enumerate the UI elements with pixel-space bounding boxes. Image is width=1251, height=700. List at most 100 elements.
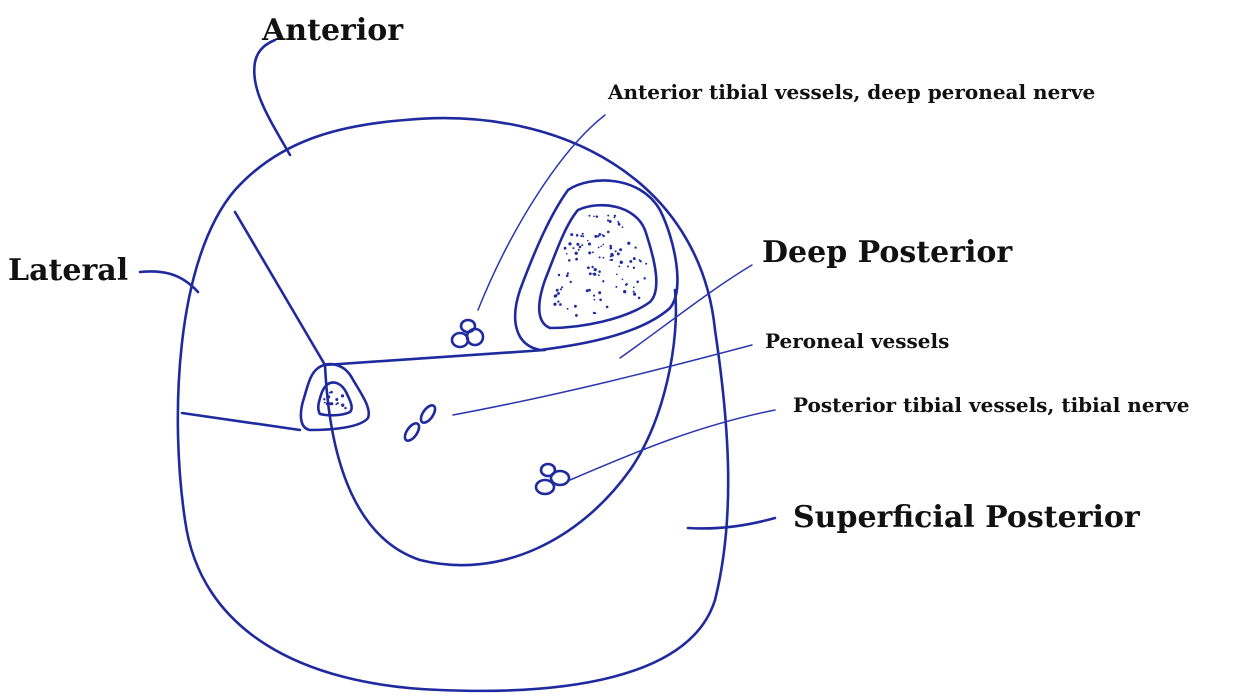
anterior-tibial-leader-line — [478, 115, 605, 310]
marrow-dot — [643, 277, 645, 279]
marrow-dot — [586, 289, 589, 292]
marrow-dot — [591, 266, 593, 268]
marrow-dot — [335, 398, 338, 401]
marrow-dot — [636, 281, 639, 284]
anterior-septum-line — [235, 212, 325, 365]
fibula-outer — [301, 364, 369, 430]
marrow-dot — [600, 245, 602, 247]
posterior-tibial-leader-line — [570, 410, 775, 480]
marrow-dot — [326, 402, 329, 405]
peroneal-vessels-icon — [402, 403, 438, 443]
marrow-dot — [634, 246, 636, 248]
marrow-dot — [607, 215, 609, 217]
marrow-dot — [633, 267, 635, 269]
leg-outline — [178, 118, 728, 691]
marrow-dot — [620, 261, 623, 264]
marrow-dot — [559, 303, 562, 306]
marrow-dot — [599, 256, 601, 258]
marrow-dot — [341, 394, 344, 397]
marrow-dot — [617, 221, 619, 223]
marrow-dot — [615, 250, 617, 252]
marrow-dot — [588, 242, 591, 245]
marrow-dot — [592, 251, 594, 253]
marrow-dot — [575, 252, 578, 255]
marrow-dot — [623, 290, 626, 293]
marrow-dot — [619, 248, 622, 251]
deep-posterior-leader-line — [620, 265, 752, 358]
marrow-dot — [627, 265, 629, 267]
marrow-dot — [567, 308, 569, 310]
marrow-dot — [588, 251, 591, 254]
interosseous-membrane-line — [325, 350, 545, 365]
marrow-dot — [581, 244, 583, 246]
marrow-dot — [344, 407, 346, 409]
marrow-dot — [602, 235, 604, 237]
marrow-dot — [557, 292, 560, 295]
marrow-dot — [618, 223, 621, 226]
marrow-dot — [560, 288, 562, 290]
marrow-dot — [598, 270, 601, 273]
marrow-dot — [575, 258, 578, 261]
lateral-leader-line — [140, 271, 198, 292]
marrow-dot — [633, 286, 635, 288]
marrow-dot — [622, 279, 624, 281]
marrow-dot — [592, 273, 594, 275]
marrow-dot — [638, 297, 641, 300]
marrow-dot — [557, 300, 559, 302]
marrow-dot — [582, 233, 584, 235]
marrow-dot — [617, 252, 620, 255]
peroneal-leader-line — [453, 345, 752, 415]
marrow-dot — [639, 259, 641, 261]
marrow-dot — [622, 226, 624, 228]
marrow-dot — [567, 272, 569, 274]
marrow-dot — [633, 293, 636, 296]
superficial-posterior-leader-line — [688, 518, 775, 528]
marrow-dot — [596, 215, 599, 218]
marrow-dot — [589, 215, 591, 217]
marrow-dot — [572, 247, 574, 249]
tibia-marrow-dots — [549, 214, 648, 318]
marrow-dot — [606, 306, 609, 309]
marrow-dot — [324, 402, 326, 404]
anterior-tibial-vessels-icon — [452, 320, 483, 347]
marrow-dot — [607, 219, 609, 221]
marrow-dot — [629, 260, 632, 263]
marrow-dot — [580, 235, 582, 237]
marrow-dot — [558, 274, 560, 276]
lateral-label: Lateral — [8, 253, 128, 288]
marrow-dot — [578, 249, 580, 251]
marrow-dot — [610, 253, 613, 256]
marrow-dot — [323, 398, 325, 400]
marrow-dot — [576, 234, 579, 237]
marrow-dot — [568, 242, 571, 245]
marrow-dot — [594, 312, 596, 314]
marrow-dot — [575, 314, 578, 317]
marrow-dot — [327, 395, 330, 398]
marrow-dot — [609, 245, 612, 248]
anterior-leader-line — [254, 40, 290, 155]
marrow-dot — [627, 242, 630, 245]
marrow-dot — [602, 257, 604, 259]
marrow-dot — [561, 286, 563, 288]
marrow-dot — [602, 280, 604, 282]
marrow-dot — [593, 295, 595, 297]
marrow-dot — [587, 240, 589, 242]
marrow-dot — [568, 259, 571, 262]
marrow-dot — [602, 244, 604, 246]
marrow-dot — [579, 246, 582, 249]
marrow-dot — [566, 274, 569, 277]
deep-posterior-label: Deep Posterior — [762, 235, 1013, 270]
marrow-dot — [556, 289, 559, 292]
marrow-dot — [337, 402, 339, 404]
marrow-dot — [633, 291, 635, 293]
marrow-dot — [553, 303, 556, 306]
anterior-label: Anterior — [261, 13, 404, 48]
tibia-inner — [539, 205, 656, 328]
anterior-tibial-label: Anterior tibial vessels, deep peroneal n… — [607, 80, 1095, 104]
marrow-dot — [570, 233, 573, 236]
marrow-dot — [599, 298, 602, 301]
deep-posterior-boundary — [325, 290, 676, 565]
posterior-septum-line — [182, 413, 300, 430]
marrow-dot — [570, 281, 572, 283]
